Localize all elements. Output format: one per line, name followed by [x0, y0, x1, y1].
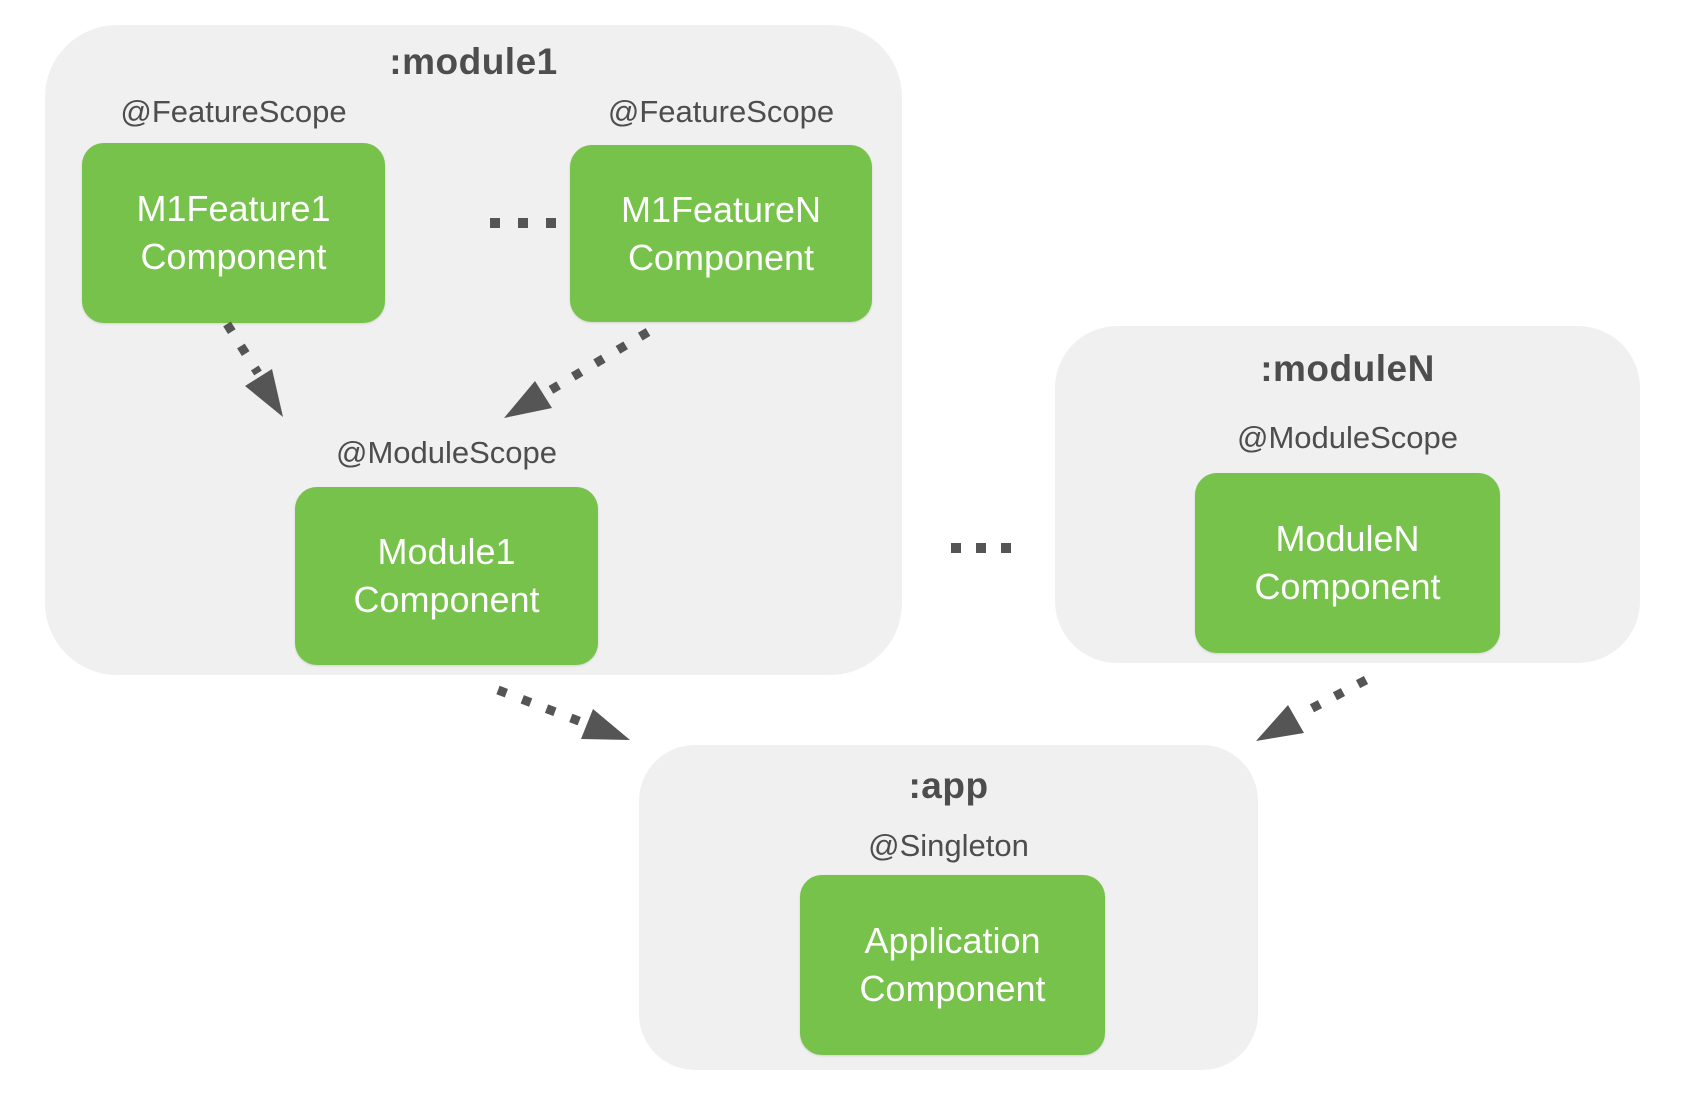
module-scope-label: @ModuleScope [335, 435, 558, 470]
box-label-line: Component [140, 236, 327, 277]
box-label-line: Component [353, 579, 540, 620]
module1-title: :module1 [389, 41, 558, 82]
ellipsis-dot [518, 218, 528, 228]
ellipsis-dot [546, 218, 556, 228]
ellipsis-dot [1001, 543, 1011, 553]
app-container: :app @Singleton Application Component [639, 745, 1258, 1070]
modulen-component-box: ModuleN Component [1195, 473, 1500, 653]
box-label-line: Component [859, 968, 1046, 1009]
feature-scope-label-2: @FeatureScope [607, 94, 835, 129]
modulen-title: :moduleN [1260, 348, 1435, 389]
ellipsis-dot [951, 543, 961, 553]
m1feature1-component-box: M1Feature1 Component [82, 143, 385, 323]
singleton-scope-label: @Singleton [868, 828, 1029, 863]
ellipsis-dot [976, 543, 986, 553]
dashed-arrow-icon-modulen-to-app [1256, 676, 1369, 741]
box-label-line: Component [627, 236, 815, 278]
box-label-line: M1Feature1 [136, 188, 331, 229]
box-label-line: Application [864, 920, 1041, 961]
feature-scope-label-1: @FeatureScope [120, 94, 347, 129]
app-title: :app [908, 765, 989, 806]
box-label-line: Component [1254, 566, 1441, 607]
ellipsis-dot [490, 218, 500, 228]
module1-container: :module1 @FeatureScope @FeatureScope M1F… [45, 25, 902, 675]
box-label-line: M1FeatureN [620, 188, 822, 230]
box-label-line: Module1 [377, 531, 516, 572]
module-scope-label: @ModuleScope [1236, 420, 1459, 455]
ellipsis-dots-icon [951, 543, 1011, 553]
box-label-line: ModuleN [1275, 518, 1420, 559]
m1featuren-component-box: M1FeatureN Component [570, 145, 872, 322]
ellipsis-dots-icon [490, 218, 556, 228]
application-component-box: Application Component [800, 875, 1105, 1055]
module1-component-box: Module1 Component [295, 487, 598, 665]
dashed-arrow-icon-module1-to-app [496, 685, 630, 740]
modulen-container: :moduleN @ModuleScope ModuleN Component [1055, 326, 1640, 663]
